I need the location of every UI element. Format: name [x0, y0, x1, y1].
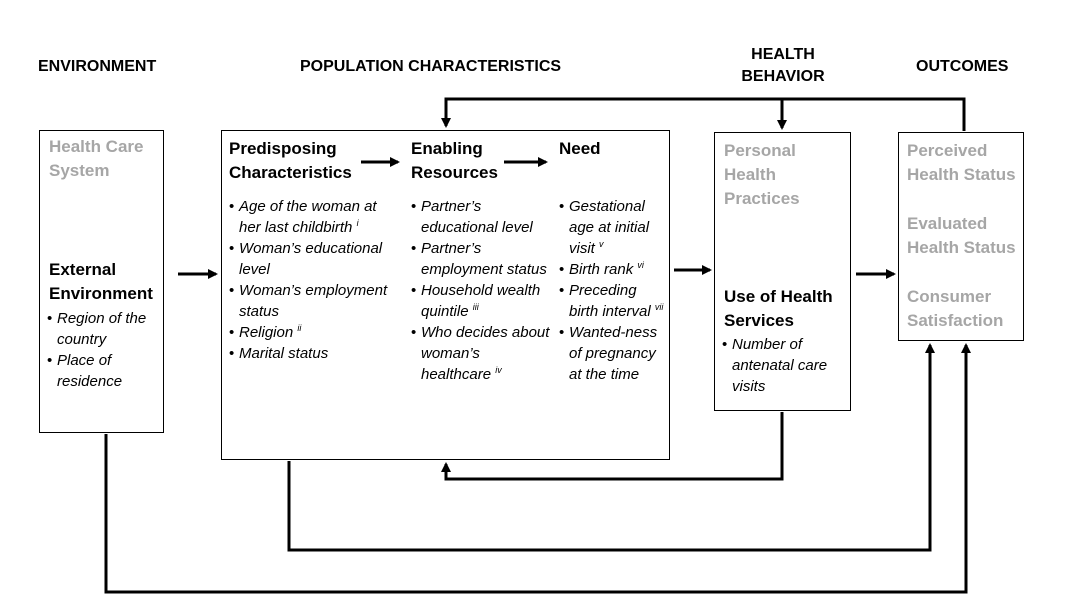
predisposing-line1: Predisposing — [229, 139, 337, 158]
list-item: Preceding birth interval vii — [559, 280, 667, 322]
list-item-text: Gestational age at initial visit — [569, 198, 650, 257]
list-item: Region of the country — [47, 308, 161, 350]
list-item: Partner’s educational level — [411, 196, 551, 238]
list-item-text: Preceding birth interval — [569, 282, 651, 320]
list-item: Woman’s employment status — [229, 280, 389, 322]
list-item: Marital status — [229, 343, 389, 364]
header-health-behavior-line1: HEALTH — [751, 46, 815, 63]
personal-line2: Health — [724, 165, 776, 184]
list-item: Place of residence — [47, 350, 161, 392]
perceived-line2: Health Status — [907, 165, 1016, 184]
predisposing-list: Age of the woman at her last childbirth … — [229, 196, 389, 364]
use-of-health-services-list: Number of antenatal care visits — [722, 334, 848, 397]
consumer-line2: Satisfaction — [907, 311, 1004, 330]
personal-line3: Practices — [724, 189, 800, 208]
list-item: Wanted-ness of pregnancy at the time — [559, 322, 667, 385]
header-outcomes: OUTCOMES — [916, 58, 1009, 75]
list-item-text: Household wealth quintile — [421, 282, 541, 320]
enabling-line2: Resources — [411, 163, 498, 182]
predisposing-line2: Characteristics — [229, 163, 352, 182]
list-item: Age of the woman at her last childbirth … — [229, 196, 389, 238]
perceived-line1: Perceived — [907, 141, 988, 160]
link-environment-to-outcomes — [104, 343, 971, 594]
health-care-line2: System — [49, 161, 110, 180]
list-item-text: Partner’s educational level — [421, 198, 533, 236]
feedback-behavior-to-population — [441, 412, 784, 481]
list-item: Who decides about woman’s healthcare iv — [411, 322, 551, 385]
list-item-text: Birth rank — [569, 261, 634, 278]
environment-box: Health Care System External Environment … — [39, 130, 164, 433]
list-item: Household wealth quintile iii — [411, 280, 551, 322]
list-item: Woman’s educational level — [229, 238, 389, 280]
list-item: Gestational age at initial visit v — [559, 196, 667, 259]
personal-health-practices-label: Personal Health Practices — [724, 139, 800, 211]
external-environment-list: Region of the country Place of residence — [47, 308, 161, 392]
list-item-text: Religion — [239, 324, 294, 341]
perceived-health-status-label: Perceived Health Status — [907, 139, 1016, 187]
footnote-marker: iii — [472, 302, 479, 312]
footnote-marker: iv — [495, 365, 502, 375]
use-line1: Use of Health — [724, 287, 833, 306]
enabling-list: Partner’s educational levelPartner’s emp… — [411, 196, 551, 385]
list-item: Birth rank vi — [559, 259, 667, 280]
enabling-line1: Enabling — [411, 139, 483, 158]
use-of-health-services-label: Use of Health Services — [724, 285, 833, 333]
personal-line1: Personal — [724, 141, 796, 160]
list-item: Number of antenatal care visits — [722, 334, 848, 397]
header-health-behavior: HEALTH BEHAVIOR — [718, 44, 848, 88]
list-item-text: Woman’s employment status — [239, 282, 388, 320]
list-item: Partner’s employment status — [411, 238, 551, 280]
evaluated-health-status-label: Evaluated Health Status — [907, 212, 1016, 260]
consumer-line1: Consumer — [907, 287, 992, 306]
feedback-outcomes-to-population — [441, 97, 966, 131]
evaluated-line1: Evaluated — [907, 214, 988, 233]
use-line2: Services — [724, 311, 794, 330]
list-item-text: Age of the woman at her last childbirth — [239, 198, 377, 236]
consumer-satisfaction-label: Consumer Satisfaction — [907, 285, 1003, 333]
population-characteristics-box: Predisposing Characteristics Enabling Re… — [221, 130, 670, 460]
list-item-text: Marital status — [239, 345, 329, 362]
external-environment-label: External Environment — [49, 258, 153, 306]
list-item: Religion ii — [229, 322, 389, 343]
health-care-line1: Health Care — [49, 137, 144, 156]
health-care-system-label: Health Care System — [49, 135, 143, 183]
outcomes-box: Perceived Health Status Evaluated Health… — [898, 132, 1024, 341]
header-health-behavior-line2: BEHAVIOR — [741, 68, 825, 85]
evaluated-line2: Health Status — [907, 238, 1016, 257]
list-item-text: Wanted-ness of pregnancy at the time — [569, 324, 658, 383]
footnote-marker: vi — [637, 260, 644, 270]
footnote-marker: vii — [654, 302, 664, 312]
list-item-text: Who decides about woman’s healthcare — [421, 324, 550, 383]
enabling-heading: Enabling Resources — [411, 137, 498, 185]
link-population-to-outcomes — [287, 343, 935, 552]
need-list: Gestational age at initial visit vBirth … — [559, 196, 667, 385]
external-line1: External — [49, 260, 117, 279]
footnote-marker: v — [599, 239, 604, 249]
header-population-characteristics: POPULATION CHARACTERISTICS — [300, 58, 562, 75]
health-behavior-box: Personal Health Practices Use of Health … — [714, 132, 851, 411]
header-environment: ENVIRONMENT — [38, 58, 157, 75]
list-item-text: Woman’s educational level — [239, 240, 383, 278]
external-line2: Environment — [49, 284, 153, 303]
list-item-text: Partner’s employment status — [421, 240, 547, 278]
predisposing-heading: Predisposing Characteristics — [229, 137, 352, 185]
footnote-marker: ii — [297, 323, 302, 333]
footnote-marker: i — [356, 218, 359, 228]
need-heading: Need — [559, 139, 601, 158]
